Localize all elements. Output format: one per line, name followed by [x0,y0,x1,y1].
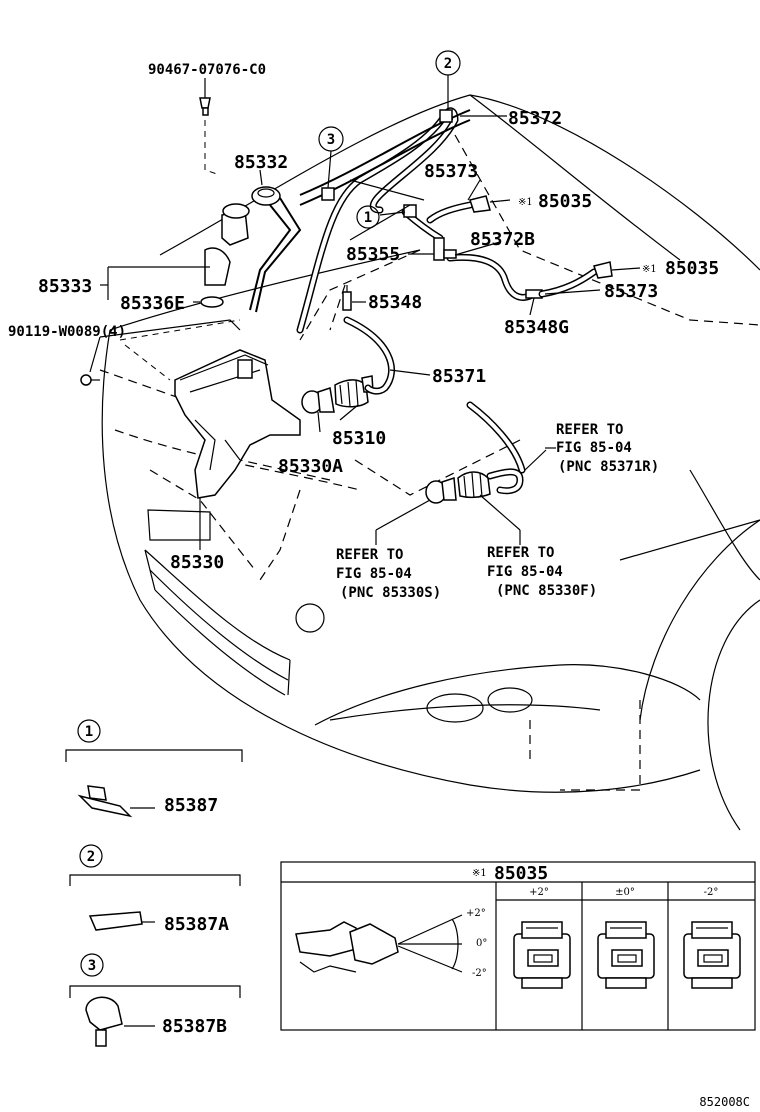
part-labels: 90467-07076-C0 85332 85333 85336E 90119-… [8,62,719,573]
label-85310: 85310 [332,428,386,449]
refer2-line1: REFER TO [336,547,403,563]
clip-detail-2: 2 85387A [69,844,241,935]
detail-1-number: 1 [85,724,93,740]
label-85373-top: 85373 [424,161,478,182]
figure-code: 852008C [699,1095,750,1109]
label-90119: 90119-W0089(4) [8,324,126,340]
clip-detail-1: 1 85387 [65,719,243,818]
detail-2-number: 2 [87,849,95,865]
nozzle-view-minus2 [683,921,741,989]
label-90467: 90467-07076-C0 [148,62,266,78]
label-85372: 85372 [508,108,562,129]
label-85373-lower: 85373 [604,281,658,302]
callout-3: 3 [327,132,335,148]
vehicle-outline [99,94,760,831]
detail-3-number: 3 [88,958,96,974]
refer3-line2: FIG 85-04 [487,564,563,580]
label-85330a: 85330A [278,456,343,477]
angle-zero-header: ±0° [615,887,635,898]
callout-2: 2 [444,56,452,72]
refer1-line3: (PNC 85371R) [558,459,659,475]
callouts: 2 3 1 [318,50,461,229]
diagram-angle-zero: 0° [476,938,487,949]
leader-lines [89,78,641,550]
table-asterisk: ※1 [472,868,487,879]
label-85035-top: 85035 [538,191,592,212]
nozzle-view-plus2 [513,921,571,989]
asterisk-85035-lower: ※1 [642,264,657,275]
label-85348: 85348 [368,292,422,313]
asterisk-85035-top: ※1 [518,197,533,208]
label-85330: 85330 [170,552,224,573]
refer1-line1: REFER TO [556,422,623,438]
diagram-angle-plus2: +2° [466,908,486,919]
label-85372b: 85372B [470,229,535,250]
angle-plus2-header: +2° [529,887,549,898]
refer1-line2: FIG 85-04 [556,440,632,456]
label-85387: 85387 [164,795,218,816]
washer-tank [80,97,374,499]
refer2-line3: (PNC 85330S) [340,585,441,601]
nozzle-view-zero [597,921,655,989]
label-85035-lower: 85035 [665,258,719,279]
label-85336e: 85336E [120,293,185,314]
angle-minus2-header: -2° [704,887,719,898]
table-title: 85035 [494,863,548,884]
refer-notes: REFER TO FIG 85-04 (PNC 85371R) REFER TO… [336,422,659,601]
label-85355: 85355 [346,244,400,265]
diagram-angle-minus2: -2° [472,968,487,979]
callout-1-circle [356,205,380,229]
label-85371: 85371 [432,366,486,387]
label-85348g: 85348G [504,317,569,338]
label-85387a: 85387A [164,914,229,935]
label-85332: 85332 [234,152,288,173]
second-pump [425,401,526,504]
refer3-line1: REFER TO [487,545,554,561]
refer2-line2: FIG 85-04 [336,566,412,582]
clip-detail-3: 3 85387B [69,953,241,1047]
refer3-line3: (PNC 85330F) [496,583,597,599]
label-85387b: 85387B [162,1016,227,1037]
hose-clips [321,109,453,218]
callout-1: 1 [364,210,372,226]
nozzle-detail-table: ※1 85035 +2° ±0° -2° +2° 0° -2° [280,861,756,1031]
label-85333: 85333 [38,276,92,297]
